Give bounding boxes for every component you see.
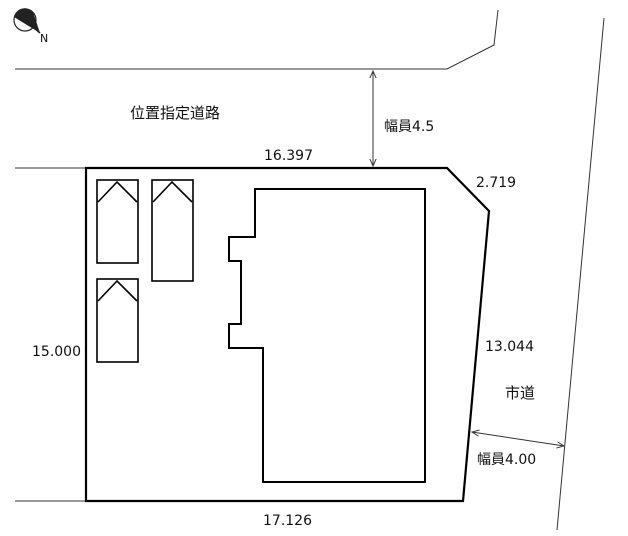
dimension-bottom: 17.126 (263, 513, 312, 529)
dimension-left: 15.000 (32, 344, 81, 360)
dimension-corner: 2.719 (476, 175, 516, 191)
lot-boundary (84, 166, 491, 503)
dimension-top: 16.397 (264, 148, 313, 164)
city-road-width-label: 幅員4.00 (477, 452, 536, 468)
city-road-edge (556, 17, 605, 531)
road-width-label: 幅員4.5 (384, 119, 434, 135)
dimension-right: 13.044 (485, 339, 534, 355)
road-edge-top (15, 9, 499, 70)
parking-space (96, 278, 139, 363)
north-arrow-icon (13, 8, 41, 34)
city-road-width-arrow (472, 432, 564, 446)
north-label: N (40, 32, 48, 45)
parking-space (151, 179, 194, 282)
parking-space (96, 179, 139, 264)
city-road-name: 市道 (505, 384, 535, 402)
road-name: 位置指定道路 (130, 104, 220, 122)
building-footprint (228, 188, 426, 483)
